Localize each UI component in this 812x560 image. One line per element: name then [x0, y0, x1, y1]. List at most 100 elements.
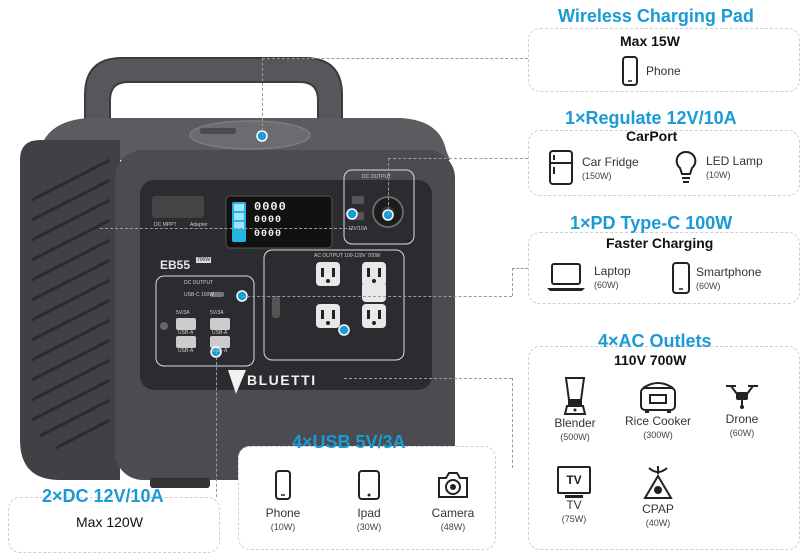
- typec-title: 1×PD Type-C 100W: [570, 213, 733, 233]
- rice-cooker-icon: [640, 382, 676, 413]
- device-name: TV: [566, 498, 582, 512]
- ac-device-rice-cooker: Rice Cooker (300W): [616, 378, 700, 440]
- device-name: Laptop: [594, 264, 631, 278]
- leader-line: [512, 378, 513, 468]
- lcd-screen: [225, 195, 333, 249]
- device-watt: (60W): [729, 428, 755, 438]
- camera-icon: [438, 472, 468, 498]
- typec-callout-box: [528, 232, 800, 304]
- device-name: CPAP: [642, 502, 674, 516]
- device-watt: (30W): [356, 522, 382, 532]
- cpap-icon: [643, 466, 673, 499]
- device-watt: (75W): [561, 514, 587, 524]
- carport-callout-box: [528, 130, 800, 196]
- device-watt: (500W): [560, 432, 590, 442]
- model-label: EB55: [160, 258, 191, 272]
- device-name: Blender: [554, 416, 596, 430]
- ipad-icon: [358, 470, 380, 500]
- device-watt: (48W): [440, 522, 466, 532]
- device-watt: (40W): [645, 518, 671, 528]
- leader-line: [216, 352, 217, 497]
- usb-a-label-1: USB-A: [178, 330, 194, 336]
- leader-line: [100, 228, 352, 229]
- usb-title: 4×USB 5V/3A: [292, 432, 406, 452]
- leader-line: [512, 268, 528, 269]
- carport-title: 1×Regulate 12V/10A: [565, 108, 737, 128]
- wireless-device-phone: Phone: [622, 56, 681, 86]
- lcd-row-1: 0000: [254, 200, 287, 214]
- ac-output-label: AC OUTPUT 100-120V 700W: [314, 253, 381, 259]
- vent-grille: [31, 158, 111, 450]
- laptop-icon: [547, 263, 585, 291]
- callout-dots: [210, 130, 394, 358]
- leader-line: [262, 58, 263, 136]
- lcd-row-2: 0000: [254, 215, 283, 226]
- dc-12v-label: 12V/10A: [348, 226, 368, 232]
- ac-device-tv: TV TV (75W): [548, 466, 600, 524]
- leader-line: [262, 58, 528, 59]
- typec-device-smartphone: Smartphone (60W): [672, 262, 761, 294]
- ac-device-drone: Drone (60W): [714, 380, 770, 438]
- device-name: Camera: [431, 506, 475, 520]
- tv-icon: TV: [557, 466, 591, 494]
- model-badge: 700W: [196, 257, 212, 263]
- phone-icon: [622, 56, 638, 86]
- device-watt: (60W): [696, 281, 721, 291]
- lcd-row-3: 0000: [254, 229, 283, 240]
- phone-icon: [275, 470, 291, 500]
- usb-a-label-2: USB-A: [178, 348, 194, 354]
- usb-a-label-4: USB-A: [212, 348, 228, 354]
- brand-label: BLUETTI: [247, 372, 317, 388]
- usb-device-camera: Camera (48W): [422, 470, 484, 532]
- car-fridge-icon: [549, 150, 573, 185]
- ac-title: 4×AC Outlets: [598, 331, 712, 351]
- leader-line: [388, 158, 389, 215]
- device-name: Car Fridge: [582, 155, 639, 169]
- leader-line: [512, 268, 513, 296]
- device-watt: (10W): [706, 170, 731, 180]
- wireless-callout-box: [528, 28, 800, 92]
- device-watt: (10W): [270, 522, 296, 532]
- dc-callout-box: [8, 497, 220, 553]
- device-name: LED Lamp: [706, 154, 763, 168]
- leader-line: [388, 158, 528, 159]
- device-watt: (60W): [594, 280, 619, 290]
- dc-subtitle: Max 120W: [76, 514, 143, 530]
- tv-icon-glyph: TV: [566, 473, 582, 487]
- device-name: Smartphone: [696, 265, 762, 279]
- carport-device-lamp: LED Lamp (10W): [674, 150, 763, 184]
- carport-device-fridge: Car Fridge (150W): [548, 150, 639, 186]
- device-name: Phone: [646, 64, 681, 78]
- power-station-illustration: BLUETTI EB55 700W DC MPPT Adapter DC OUT…: [20, 57, 455, 488]
- ac-callout-box: [528, 346, 800, 550]
- leader-line: [344, 378, 512, 379]
- typec-subtitle: Faster Charging: [606, 235, 714, 251]
- usb-5v3a-label-1: 5V/3A: [176, 310, 190, 316]
- carport-subtitle: CarPort: [626, 128, 678, 144]
- usb-a-label-3: USB-A: [212, 330, 228, 336]
- usb-5v3a-label-2: 5V/3A: [210, 310, 224, 316]
- side-panel: [20, 140, 120, 480]
- dc-output-label-right: DC OUTPUT: [362, 174, 392, 180]
- device-watt: (150W): [582, 171, 612, 181]
- dc-mppt-label: DC MPPT: [154, 222, 177, 228]
- drone-icon: [726, 385, 758, 409]
- device-name: Phone: [265, 506, 301, 520]
- device-name: Drone: [725, 412, 759, 426]
- dc-output-label-left: DC OUTPUT: [184, 280, 214, 286]
- wireless-pad: [189, 120, 311, 150]
- usb-device-phone: Phone (10W): [256, 470, 310, 532]
- device-name: Rice Cooker: [624, 414, 692, 428]
- smartphone-icon: [672, 262, 690, 294]
- usb-device-ipad: Ipad (30W): [342, 470, 396, 532]
- adapter-label: Adapter: [190, 222, 208, 228]
- led-lamp-icon: [675, 150, 697, 183]
- ac-device-cpap: CPAP (40W): [632, 464, 684, 528]
- blender-icon: [563, 377, 587, 415]
- ac-subtitle: 110V 700W: [614, 352, 687, 368]
- wireless-title: Wireless Charging Pad: [558, 6, 754, 26]
- leader-line: [242, 296, 512, 297]
- device-watt: (300W): [643, 430, 673, 440]
- ac-device-blender: Blender (500W): [545, 376, 605, 442]
- wireless-subtitle: Max 15W: [620, 33, 680, 49]
